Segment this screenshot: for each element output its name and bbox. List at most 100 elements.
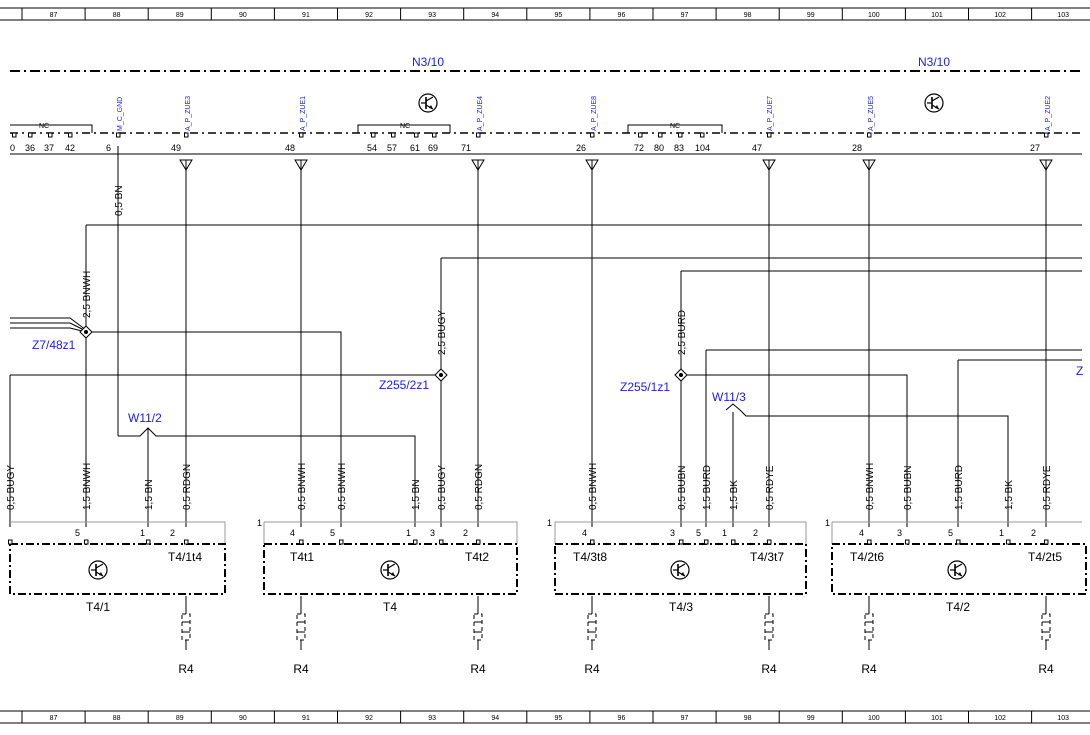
module-pin bbox=[116, 132, 121, 138]
svg-text:2: 2 bbox=[463, 528, 468, 538]
module-pin bbox=[68, 132, 73, 138]
splice-label: Z7/48z1 bbox=[32, 338, 76, 352]
grid-column-label: 93 bbox=[428, 12, 436, 19]
grid-column-label: 88 bbox=[113, 12, 121, 19]
connector-pin bbox=[704, 539, 709, 545]
grid-column-label: 95 bbox=[554, 12, 562, 19]
svg-text:T4/2: T4/2 bbox=[946, 600, 970, 614]
svg-text:R4: R4 bbox=[178, 662, 194, 676]
connector-names: T4/1t4 T4t1 T4t2 T4/3t8 T4/3t7 T4/2t6 T4… bbox=[168, 550, 1062, 564]
load-labels: R4 R4 R4 R4 R4 R4 R4 bbox=[178, 662, 1054, 676]
module-pin bbox=[371, 132, 376, 138]
grid-column-label: 92 bbox=[365, 715, 373, 722]
svg-text:0,5 RDYE: 0,5 RDYE bbox=[765, 465, 776, 510]
module-pin bbox=[867, 132, 872, 138]
svg-text:T4/3t7: T4/3t7 bbox=[750, 550, 784, 564]
svg-text:104: 104 bbox=[695, 143, 710, 153]
splice-label: Z255/1z1 bbox=[620, 380, 670, 394]
component-names: T4/1 T4 T4/3 T4/2 bbox=[86, 600, 970, 614]
connector-pin-numbers: 5 1 2 1 4 5 1 3 2 1 4 3 5 1 2 1 4 3 5 1 … bbox=[75, 518, 1036, 538]
svg-text:0,5 BUGY: 0,5 BUGY bbox=[437, 465, 448, 510]
shield-label: W11/3 bbox=[712, 390, 746, 404]
shield-label: W11/2 bbox=[128, 411, 162, 425]
component-t4-2 bbox=[831, 521, 1087, 595]
component-t4-3 bbox=[554, 521, 807, 595]
svg-text:80: 80 bbox=[654, 143, 664, 153]
module-pin bbox=[767, 132, 772, 138]
connector-pin bbox=[905, 539, 910, 545]
svg-text:47: 47 bbox=[752, 143, 762, 153]
grid-column-label: 96 bbox=[618, 715, 626, 722]
grid-column-label: 97 bbox=[681, 12, 689, 19]
module-pin bbox=[590, 132, 595, 138]
module-pin bbox=[638, 132, 643, 138]
module-pin bbox=[658, 132, 663, 138]
svg-text:1,5 BURD: 1,5 BURD bbox=[702, 465, 713, 510]
module-label-right: N3/10 bbox=[918, 55, 950, 69]
svg-text:6: 6 bbox=[106, 143, 111, 153]
svg-text:36: 36 bbox=[25, 143, 35, 153]
grid-column-label: 100 bbox=[868, 12, 880, 19]
pin-numbers: 0 36 37 42 6 49 48 54 57 61 69 71 26 72 … bbox=[10, 143, 1040, 153]
module-pin bbox=[184, 132, 189, 138]
svg-text:2: 2 bbox=[170, 528, 175, 538]
svg-text:1,5 BURD: 1,5 BURD bbox=[954, 465, 965, 510]
pin-label: A_P_ZUE1 bbox=[300, 96, 307, 131]
module-pin bbox=[678, 132, 683, 138]
svg-text:4: 4 bbox=[859, 528, 864, 538]
connector-pin bbox=[476, 539, 481, 545]
wire-labels: 0,5 BN 2,5 BNWH 2,5 BUGY 2,5 BURD 0,5 BU… bbox=[6, 185, 1053, 510]
wires bbox=[9, 146, 1082, 527]
svg-text:1,5 BN: 1,5 BN bbox=[144, 479, 155, 510]
svg-text:0,5 BUBN: 0,5 BUBN bbox=[677, 466, 688, 510]
grid-column-label: 102 bbox=[994, 12, 1006, 19]
svg-text:5: 5 bbox=[948, 528, 953, 538]
svg-text:1,5 BN: 1,5 BN bbox=[411, 479, 422, 510]
splice-z255-2z1 bbox=[434, 368, 448, 382]
svg-text:42: 42 bbox=[65, 143, 75, 153]
svg-text:1: 1 bbox=[406, 528, 411, 538]
svg-text:R4: R4 bbox=[470, 662, 486, 676]
module-pin bbox=[391, 132, 396, 138]
svg-text:28: 28 bbox=[852, 143, 862, 153]
svg-text:1,5 BNWH: 1,5 BNWH bbox=[82, 463, 93, 510]
module-pin bbox=[414, 132, 419, 138]
grid-column-label: 101 bbox=[931, 12, 943, 19]
grid-column-label: 98 bbox=[744, 12, 752, 19]
svg-text:T4: T4 bbox=[383, 600, 397, 614]
grid-column-label: 94 bbox=[491, 715, 499, 722]
pin-label: A_P_ZUE3 bbox=[185, 96, 192, 131]
svg-text:1: 1 bbox=[722, 528, 727, 538]
splice-label: Z bbox=[1076, 364, 1083, 378]
module-pin bbox=[476, 132, 481, 138]
pin-label: M_C_GND bbox=[117, 97, 124, 131]
svg-text:57: 57 bbox=[387, 143, 397, 153]
svg-text:61: 61 bbox=[410, 143, 420, 153]
svg-text:2: 2 bbox=[1031, 528, 1036, 538]
svg-text:0,5 RDGN: 0,5 RDGN bbox=[474, 464, 485, 510]
connector-pin bbox=[413, 539, 418, 545]
svg-text:T4/1: T4/1 bbox=[86, 600, 110, 614]
connector-pin bbox=[8, 539, 13, 545]
nc-label-2: NC bbox=[400, 123, 410, 130]
svg-text:0,5 BNWH: 0,5 BNWH bbox=[588, 463, 599, 510]
svg-text:T4/2t6: T4/2t6 bbox=[850, 550, 884, 564]
svg-text:R4: R4 bbox=[293, 662, 309, 676]
svg-text:2: 2 bbox=[753, 528, 758, 538]
pin-label: A_P_ZUE8 bbox=[591, 96, 598, 131]
connector-pin bbox=[867, 539, 872, 545]
svg-text:T4/2t5: T4/2t5 bbox=[1028, 550, 1062, 564]
svg-text:72: 72 bbox=[634, 143, 644, 153]
grid-column-label: 103 bbox=[1057, 12, 1069, 19]
svg-text:3: 3 bbox=[670, 528, 675, 538]
grid-column-label: 96 bbox=[618, 12, 626, 19]
svg-text:0,5 BNWH: 0,5 BNWH bbox=[297, 463, 308, 510]
splice-points bbox=[79, 325, 688, 382]
splice-z255-1z1 bbox=[674, 368, 688, 382]
svg-text:54: 54 bbox=[367, 143, 377, 153]
svg-text:T4/3t8: T4/3t8 bbox=[573, 550, 607, 564]
grid-column-label: 100 bbox=[868, 715, 880, 722]
